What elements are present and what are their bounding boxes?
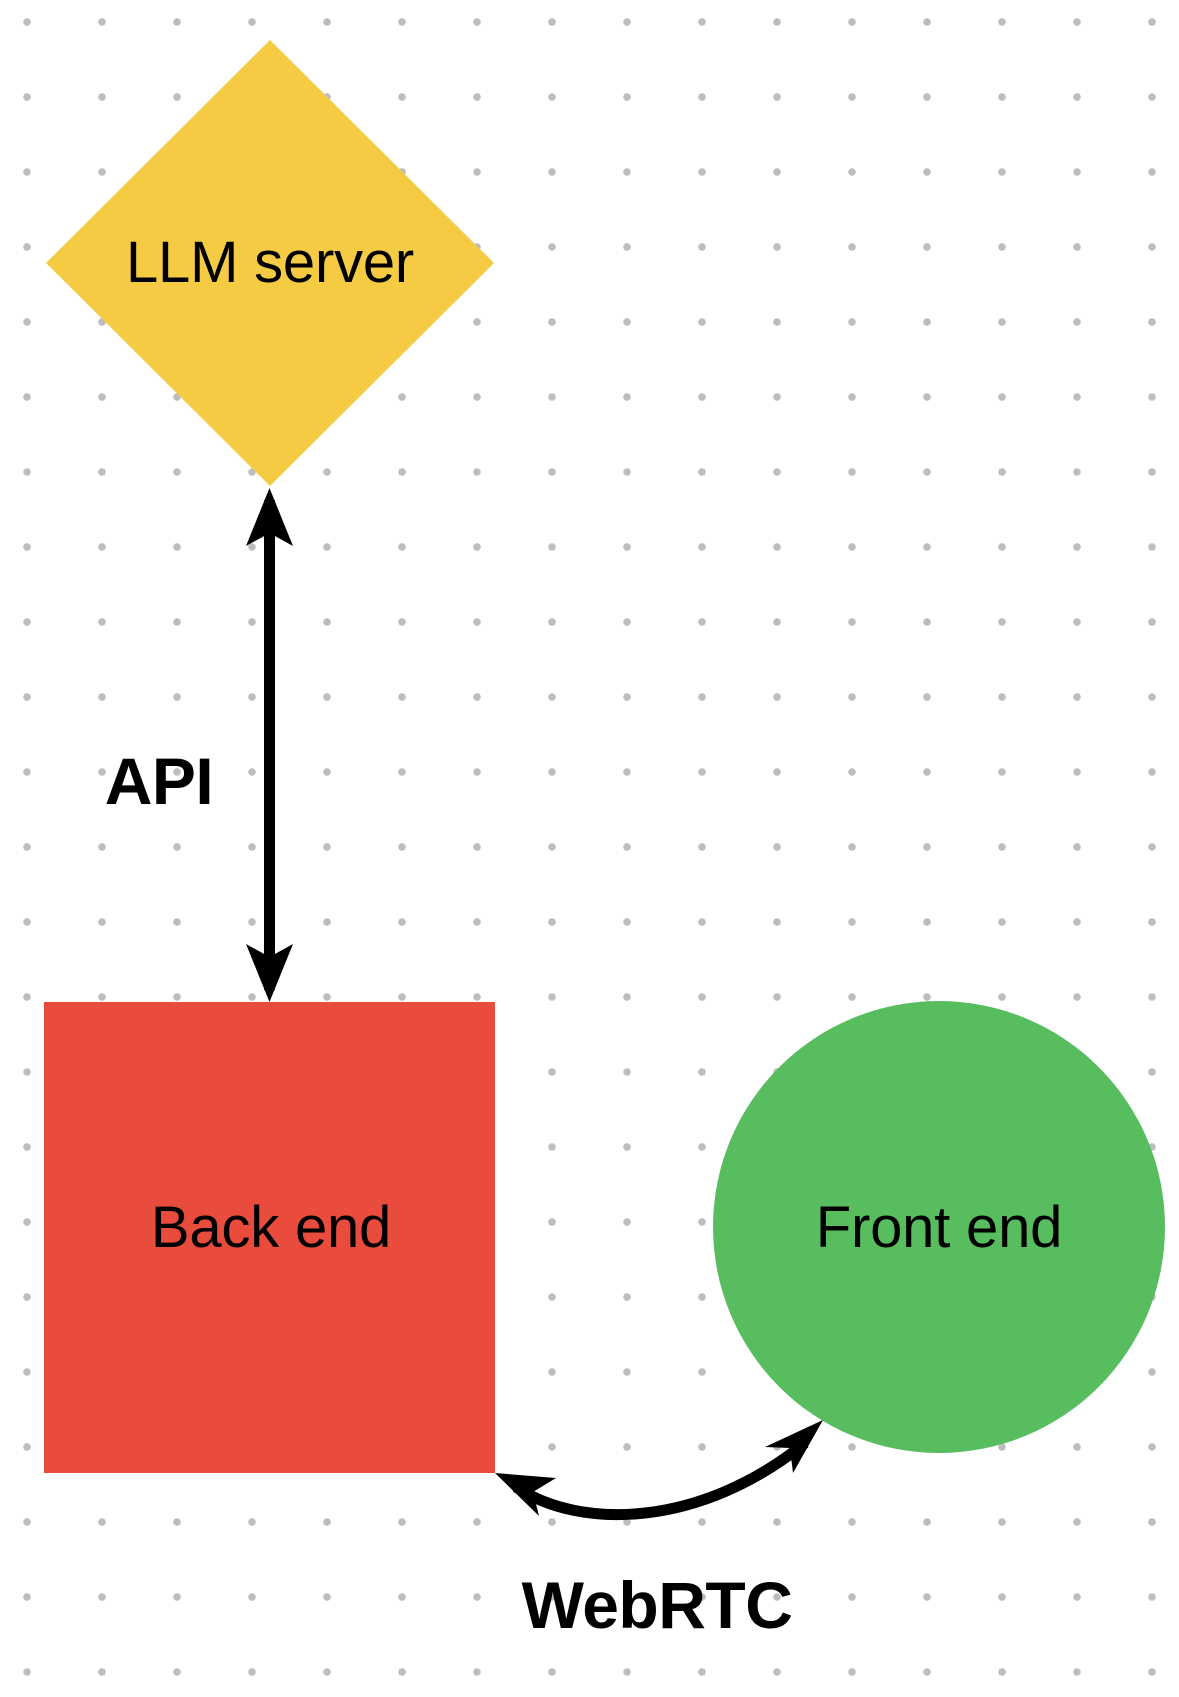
edge-api-arrow[interactable]: [246, 488, 293, 1002]
edge-api-label: API: [104, 744, 214, 818]
edge-webrtc-arrow[interactable]: [495, 1420, 823, 1521]
node-front-end-label: Front end: [815, 1195, 1063, 1260]
node-front-end-shape[interactable]: [713, 1001, 1165, 1453]
node-llm-server-shape[interactable]: [46, 40, 494, 486]
node-back-end-label: Back end: [150, 1195, 392, 1260]
node-llm-server-label: LLM server: [125, 230, 415, 295]
edge-webrtc-label: WebRTC: [521, 1568, 793, 1642]
node-back-end-shape[interactable]: [44, 1002, 495, 1473]
